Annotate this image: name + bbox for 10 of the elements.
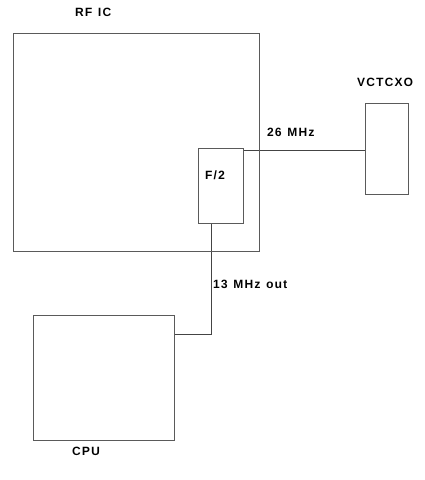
- labelled-block: [357, 75, 414, 195]
- block-outline: [198, 148, 244, 224]
- edge-label: 26 MHz: [267, 125, 316, 139]
- block-title: RF IC: [75, 5, 112, 19]
- connector-line: [174, 224, 212, 335]
- block-title: CPU: [72, 444, 101, 458]
- block-title: VCTCXO: [357, 75, 414, 89]
- connector-line: [244, 150, 366, 151]
- block-title: F/2: [205, 168, 227, 182]
- edge-label: 13 MHz out: [213, 277, 288, 291]
